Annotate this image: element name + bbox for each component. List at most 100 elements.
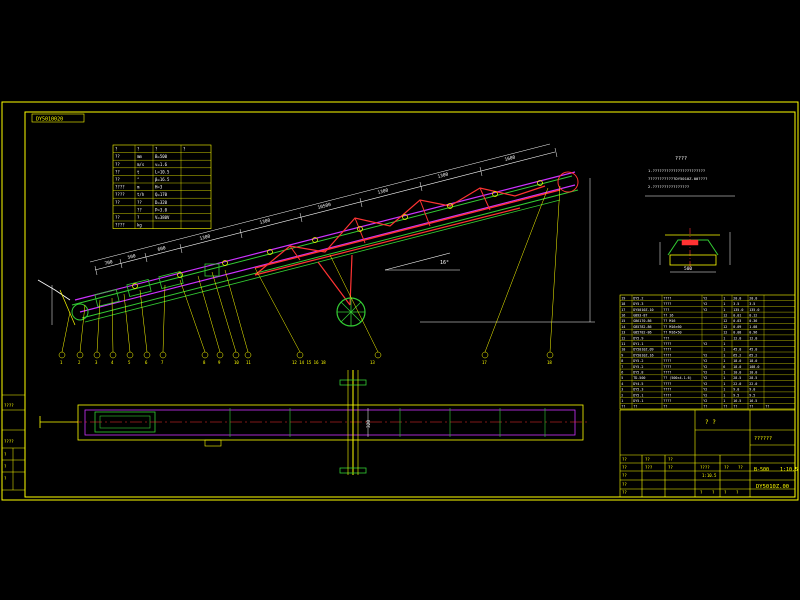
bom-cell: 1 xyxy=(723,388,725,392)
spec-cell: ?? xyxy=(137,207,142,212)
spec-cell: ?? xyxy=(115,162,120,167)
balloon xyxy=(109,351,117,359)
bom-cell: 9.0 xyxy=(749,388,755,392)
bom-cell: Y2 xyxy=(703,342,707,346)
bom-cell: Y2 xyxy=(703,382,707,386)
plan-wheel-bottom xyxy=(339,467,367,474)
balloon-label: 7 xyxy=(161,360,164,365)
bom-cell: 1 xyxy=(723,348,725,352)
bom-cell: 7 xyxy=(621,365,623,369)
bom-cell: 20.0 xyxy=(733,296,741,300)
bom-cell: ???? xyxy=(663,302,671,306)
notes-line: 2.???????????????? xyxy=(648,184,689,189)
title-sheet: ? xyxy=(724,490,727,495)
title-weight: 1:10.5 xyxy=(702,473,717,478)
bom-cell: ?? (500×4-1.6) xyxy=(663,376,692,380)
spec-cell: t xyxy=(137,169,140,174)
dim-text: 600 xyxy=(157,245,167,253)
bom-cell: 12 xyxy=(723,325,727,329)
plan-outline xyxy=(77,404,584,441)
title-left-cell: ?? xyxy=(622,473,627,478)
spec-cell: L=10.5 xyxy=(155,169,170,174)
balloon-label: 10 xyxy=(234,360,239,365)
left-margin-cell: ? xyxy=(4,452,7,457)
spec-cell: kg xyxy=(137,223,142,228)
title-sign-cell: ?? xyxy=(668,465,673,470)
balloon-label: 8 xyxy=(203,360,206,365)
bom-cell: ???? xyxy=(663,382,671,386)
bom-cell: 1 xyxy=(621,399,623,403)
bom-cell: ??? xyxy=(663,308,669,312)
bom-cell: 65.2 xyxy=(733,353,741,357)
bom-cell: DY5.1 xyxy=(633,399,643,403)
bom-header-cell: ?? xyxy=(723,405,727,409)
bom-cell: 1 xyxy=(723,336,725,340)
balloon-label: 5 xyxy=(128,360,131,365)
bom-cell: 0.03 xyxy=(733,319,741,323)
spec-cell: Q=170 xyxy=(155,192,168,197)
idler-block xyxy=(158,271,184,289)
bom-cell: DY5.2 xyxy=(633,365,643,369)
balloon-label: 11 xyxy=(246,360,251,365)
bom-cell: 10.0 xyxy=(749,371,757,375)
bom-cell: DY5010Z.16 xyxy=(633,353,653,357)
belt-upper xyxy=(74,171,576,301)
bom-cell: 0.08 xyxy=(733,331,741,335)
bom-cell: 13 xyxy=(621,331,625,335)
bom-cell: ???? xyxy=(663,371,671,375)
spec-cell: ? xyxy=(183,147,186,152)
bom-cell: Y2 xyxy=(703,399,707,403)
top-idler-row xyxy=(132,180,543,289)
bom-cell: 12.0 xyxy=(733,336,741,340)
bom-cell: TD-500 xyxy=(633,376,645,380)
bom-cell: Y2 xyxy=(703,296,707,300)
left-margin-cell: ???? xyxy=(4,403,14,408)
balloon xyxy=(216,351,224,359)
bom-cell: 45.0 xyxy=(749,348,757,352)
bom-cell: Y2 xyxy=(703,371,707,375)
bom-cell: 17 xyxy=(621,308,625,312)
code-stamp-text: DY5010020 xyxy=(36,117,63,123)
left-margin-table xyxy=(1,394,26,491)
bom-cell: 1 xyxy=(723,302,725,306)
plan-dim-text: 320 xyxy=(366,420,372,428)
bom-cell: ???? xyxy=(663,393,671,397)
balloon xyxy=(374,351,382,359)
balloon xyxy=(58,351,66,359)
balloon xyxy=(93,351,101,359)
truss-member xyxy=(354,217,366,244)
section-dim: 500 xyxy=(684,266,692,272)
spec-cell: ?? xyxy=(137,200,142,205)
title-material: ?? xyxy=(724,465,729,470)
title-scale: 1:10.5 xyxy=(780,467,798,473)
bom-cell: Y2 xyxy=(703,308,707,312)
bom-cell: GB6170-86 xyxy=(633,319,651,323)
bom-cell: ???? xyxy=(663,296,671,300)
spec-cell: ???? xyxy=(115,185,125,190)
bom-cell: 8 xyxy=(621,359,623,363)
spec-cell: ? xyxy=(115,147,118,152)
sheet-border xyxy=(1,101,799,501)
title-sign-cell: ??? xyxy=(645,465,653,470)
balloon xyxy=(296,351,304,359)
bom-cell: 22.0 xyxy=(733,382,741,386)
tail-bracket xyxy=(59,289,76,326)
plan-wheel-top xyxy=(339,379,367,386)
bom-header-cell: ?? xyxy=(765,405,769,409)
bom-cell: 14 xyxy=(621,325,625,329)
title-left-cell: ?? xyxy=(622,465,627,470)
balloon xyxy=(76,351,84,359)
idler-block xyxy=(94,289,120,307)
left-margin-cell: ???? xyxy=(4,439,14,444)
title-drawing-number: DY5010Z.00 xyxy=(756,484,789,490)
bom-cell: DY5010Z.10 xyxy=(633,308,653,312)
tail-pulley xyxy=(71,303,89,321)
spec-cell: ???? xyxy=(115,192,125,197)
bom-cell: 9.5 xyxy=(733,393,739,397)
plan-view: 320 xyxy=(39,370,590,475)
plan-idler-ticks xyxy=(229,408,546,437)
truss-bottom-chord xyxy=(254,207,521,276)
bom-cell: DY5010Z.09 xyxy=(633,348,653,352)
balloon xyxy=(159,351,167,359)
